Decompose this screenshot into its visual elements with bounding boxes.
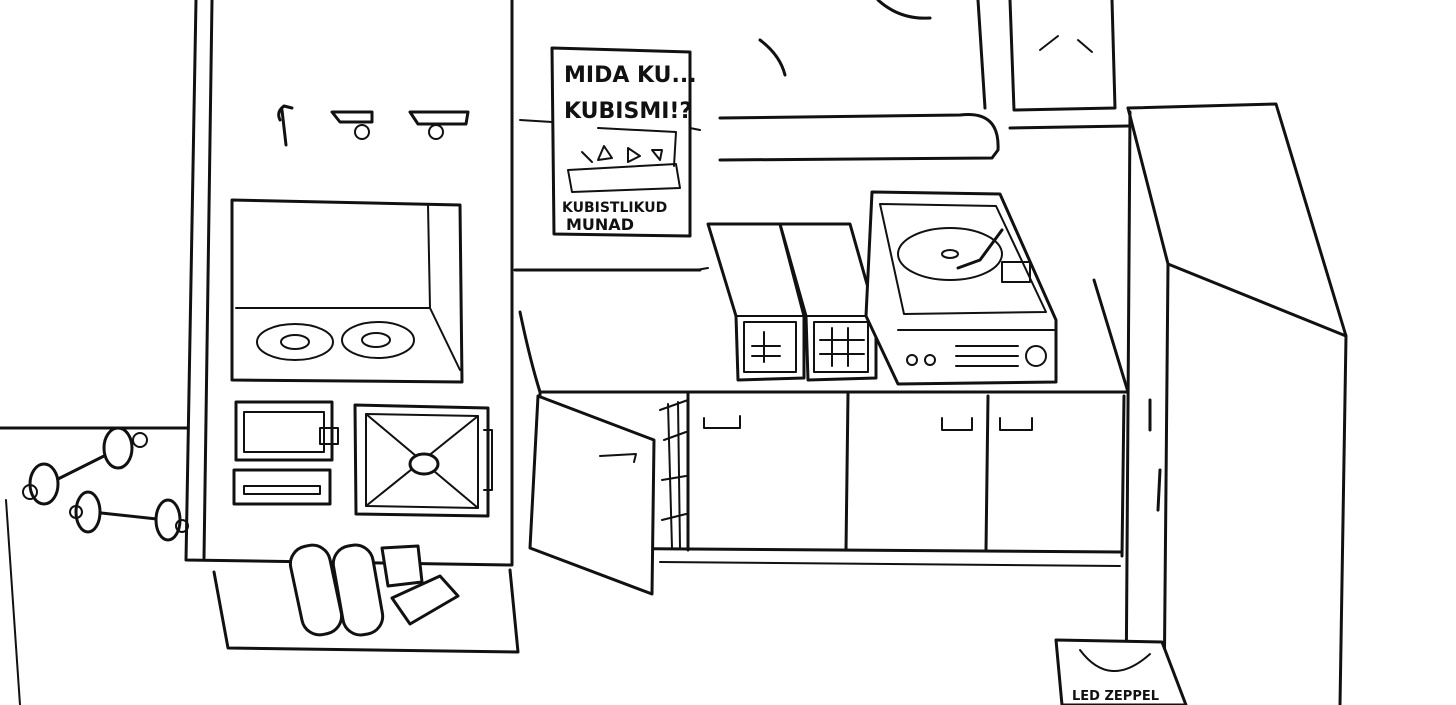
poster-line1: MIDA KU... <box>564 63 697 88</box>
dumbbells <box>22 426 189 542</box>
window-frame <box>718 0 1130 162</box>
record-player <box>864 190 1058 386</box>
poster-line3: KUBISTLIKUD <box>562 200 667 216</box>
speakers <box>695 222 878 382</box>
poster: MIDA KU... KUBISMI!? KUBISTLIKUD MUNAD <box>519 46 701 238</box>
floor-lines <box>0 268 702 705</box>
poster-line4: MUNAD <box>566 215 634 234</box>
record-sleeve-label: LED ZEPPEL <box>1072 689 1159 704</box>
stove-pillar <box>184 0 514 567</box>
sideboard <box>518 278 1130 596</box>
wardrobe <box>1124 102 1348 705</box>
record-sleeve: LED ZEPPEL <box>1054 638 1188 705</box>
poster-line2: KUBISMI!? <box>564 99 692 124</box>
log-mat <box>212 543 520 654</box>
